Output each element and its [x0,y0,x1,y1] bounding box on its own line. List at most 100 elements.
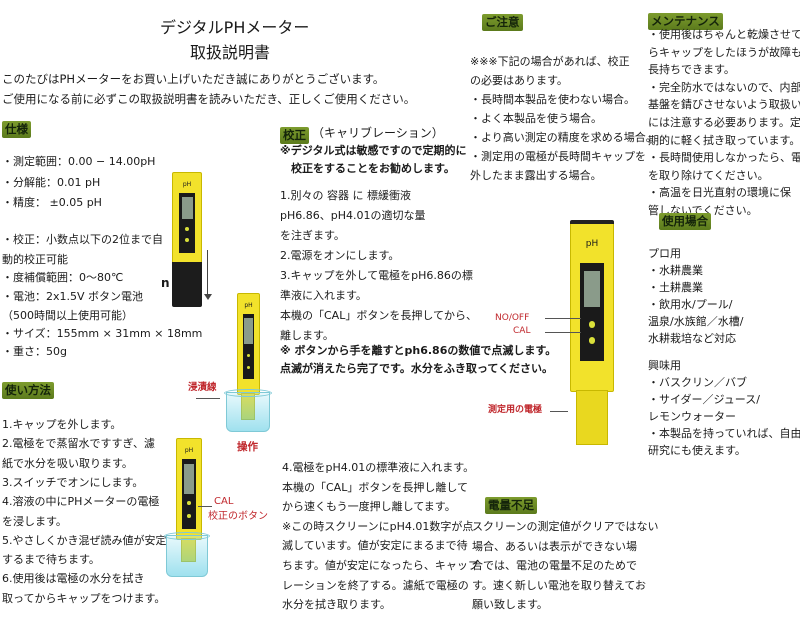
text-line: ・長時間本製品を使わない場合。 [470,93,635,106]
text-line: 校正をすることをお勧めします。 [280,162,455,175]
text-line: ・長時間使用しなかったら、電池 [648,151,800,165]
text-line: 準液に入れます。 [280,289,367,302]
beaker-icon [164,532,210,577]
doc-subtitle: 取扱説明書 [190,43,271,62]
cal-label: CAL [214,496,234,507]
text-line: ※※※下記の場合があれば、校正 [470,55,630,68]
text-line: らキャップをしたほうが故障もなく [648,45,800,59]
text-line: 外したまま露出する場合。 [470,169,602,182]
pointer-line [198,506,212,507]
spec-line: ・精度： ±0.05 pH [2,196,102,209]
usage-heading: 使い方法 [2,382,54,399]
text-line: には注意する必要あります。定 [648,116,800,129]
pointer-line [545,318,581,319]
text-line: を浸します。 [2,514,67,528]
ph-label: pH [182,181,192,188]
pointer-line [196,398,220,399]
text-line: 研究にも使えます。 [648,444,746,457]
ph-meter-large-illustration: pH [570,220,614,392]
ph-label: pH [244,302,253,309]
text-line: ちます。値が安定になったら、キャップ [282,559,479,572]
beaker-icon [224,389,272,432]
text-line: から速くもう一度押し離してます。 [282,500,456,514]
text-line: レモンウォーター [648,410,736,423]
text-line: 6.使用後は電極の水分を拭き [2,572,145,586]
spec-heading: 仕様 [2,121,31,138]
use-cases-heading: 使用場合 [659,213,711,230]
text-line: ・バスクリン／バブ [648,376,747,389]
text-line: 5.やさしくかき混ぜ読み値が安定 [2,533,167,547]
spec-line: ・重さ：50g [2,345,67,358]
text-line: ※デジタル式は敏感ですので定期的に [280,144,467,157]
caution-heading: ご注意 [482,14,523,31]
meter-cap [172,262,202,307]
text-line: 水耕栽培など対応 [648,332,736,345]
text-line: ・より高い測定の精度を求める場合。 [470,131,657,144]
spec-line: 動的校正可能 [2,253,68,266]
text-line: 3.キャップを外して電極をpH6.86の標 [280,269,473,282]
operation-label: 操作 [237,441,258,453]
text-line: 願い致します。 [472,598,548,611]
onoff-label: NO/OFF [495,313,530,323]
ph-meter-illustration: pH [237,293,260,395]
text-line: ・サイダー／ジュース/ [648,393,760,406]
text-line: スクリーンの測定値がクリアではない [472,520,659,533]
spec-line: ・校正：小数点以下の2位まで自 [2,233,163,246]
text-line: 長持ちできます。 [648,63,735,77]
spec-line: ・電池：2x1.5V ボタン電池 [2,290,144,303]
intro-line: このたびはPHメーターをお買い上げいただき誠にありがとうございます。 [2,72,385,86]
pointer-line [550,411,568,412]
text-line: 水分を拭き取ります。 [282,598,391,612]
text-line: ・測定用の電極が長時間キャップを [470,150,646,163]
text-line: の必要はあります。 [470,74,568,87]
text-line: 4.電極をpH4.01の標準液に入れます。 [282,461,475,474]
text-line: 2.電極をで蒸留水ですすぎ、濾 [2,437,155,451]
text-line: 本機の「CAL」ボタンを長押し離して [282,480,469,494]
text-line: ・飲用水/プール/ [648,298,733,311]
pointer-line [545,332,581,333]
text-line: 点滅が消えたら完了です。水分をふき取ってください。 [280,362,554,375]
text-line: 本機の「CAL」ボタンを長押してから、 [280,309,478,322]
electrode [576,390,608,445]
text-line: を注ぎます。 [280,229,345,242]
text-line: ・土耕農業 [648,281,703,294]
text-line: 1.別々の 容器 に 標緩衝液 [280,189,411,202]
text-line: ・本製品を持っていれば、自由 [648,427,800,440]
cal-button-label: 校正のボタン [208,511,268,522]
ph-label: pH [184,447,194,454]
text-line: を取り除けてください。 [648,168,769,182]
text-line: 1.キャップを外します。 [2,418,122,431]
ph-meter-illustration: pH [172,172,202,264]
spec-line: ・測定範囲：0.00 − 14.00pH [2,155,156,168]
text-line: ・使用後はちゃんと乾燥させてか [648,28,800,41]
ph-meter-illustration: pH [176,438,202,540]
calibration-subheading: （キャリブレーション） [312,126,444,140]
cal-label: CAL [513,326,531,336]
electrode-label: 測定用の電極 [488,405,543,415]
text-line: ※ ボタンから手を離すとph6.86の数値で点滅します。 [280,344,557,357]
text-line: プロ用 [648,247,681,260]
text-line: ・水耕農業 [648,264,703,277]
battery-heading: 電量不足 [485,497,537,514]
text-line: pH6.86、pH4.01の適切な量 [280,209,426,222]
maintenance-heading: メンテナンス [648,13,723,30]
text-line: ・よく本製品を使う場合。 [470,112,602,125]
spec-line: ・サイズ：155mm × 31mm × 18mm [2,327,203,340]
calibration-heading: 校正 [280,127,309,144]
doc-title: デジタルPHメーター [160,18,310,37]
down-arrow-icon [207,250,208,296]
text-line: 合では、電池の電量不足のためで [472,559,637,572]
spec-line: （500時間以上使用可能） [2,309,133,322]
text-line: 離します。 [280,329,334,342]
text-line: レーションを終了する。濾紙で電極の [282,578,469,592]
text-line: 2.電源をオンにします。 [280,249,400,262]
text-line: 紙で水分を吸い取ります。 [2,456,133,470]
arrow-head-icon [204,294,212,300]
text-line: 期的に軽く拭き取っています。 [648,133,800,147]
text-line: するまで待ちます。 [2,553,100,567]
spec-line: ・度補償範囲：0〜80℃ [2,271,124,284]
text-line: ・高温を日光直射の環境に保 [648,186,791,200]
text-line: 興味用 [648,359,681,372]
immersion-line-label: 浸漬線 [188,382,217,393]
